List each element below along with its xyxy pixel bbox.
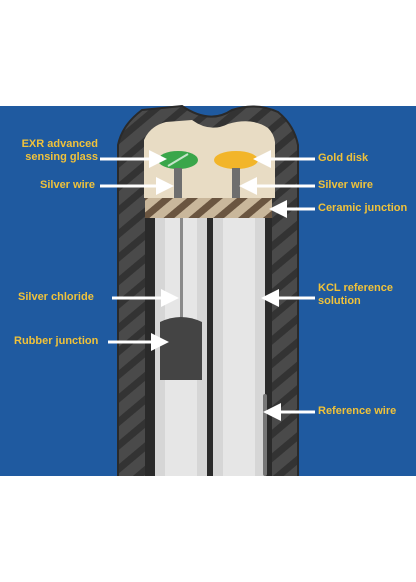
label-reference-wire: Reference wire [318,405,397,417]
silver-chloride-wire [180,218,183,318]
ceramic-junction [145,198,272,218]
label-rubber-junction: Rubber junction [14,335,99,347]
label-silver-wire-right: Silver wire [318,179,374,191]
label-exr-glass: EXR advanced sensing glass [8,138,98,164]
label-exr-glass-line1: EXR advanced [21,138,98,150]
rubber-junction [160,317,202,380]
label-silver-chloride: Silver chloride [18,291,94,303]
label-ceramic-junction: Ceramic junction [318,202,408,214]
label-exr-glass-line2: sensing glass [25,151,98,163]
label-gold-disk: Gold disk [318,152,369,164]
label-kcl-solution: KCL reference solution [318,282,393,308]
silver-wire-left [174,168,182,198]
gold-disk [214,151,258,169]
reference-wire [263,394,267,476]
label-kcl-line2: solution [318,295,361,307]
silver-wire-right [232,168,240,198]
label-kcl-line1: KCL reference [318,282,393,294]
label-silver-wire-left: Silver wire [40,179,96,191]
